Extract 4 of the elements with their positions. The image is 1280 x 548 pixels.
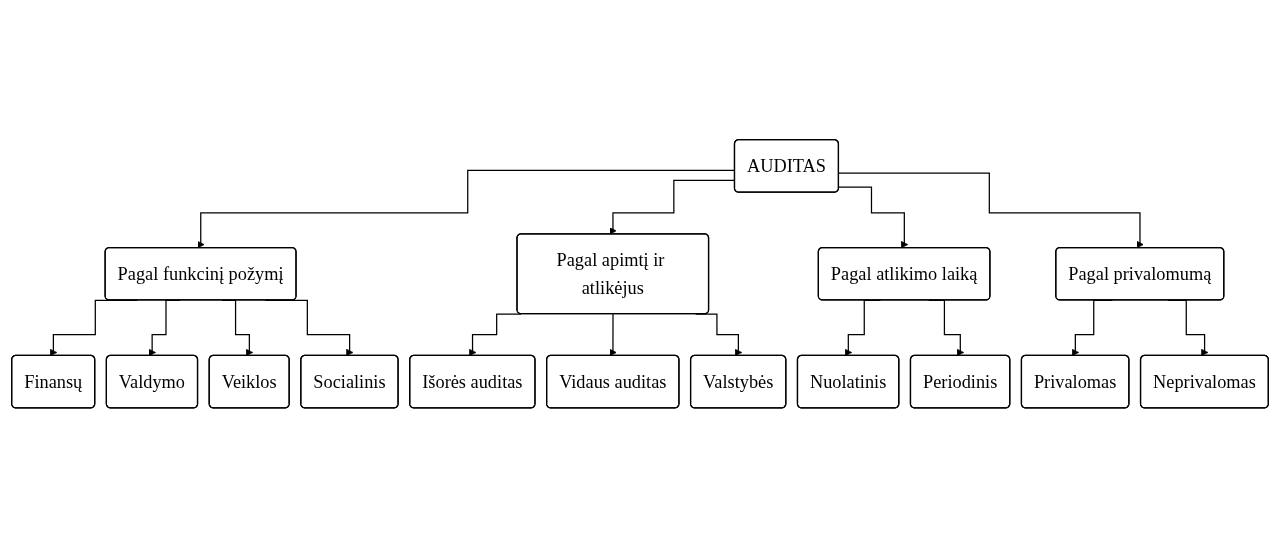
- arrow: [838, 172, 1144, 249]
- arrow: [469, 313, 522, 357]
- arrow: [609, 313, 617, 357]
- arrow: [838, 186, 909, 249]
